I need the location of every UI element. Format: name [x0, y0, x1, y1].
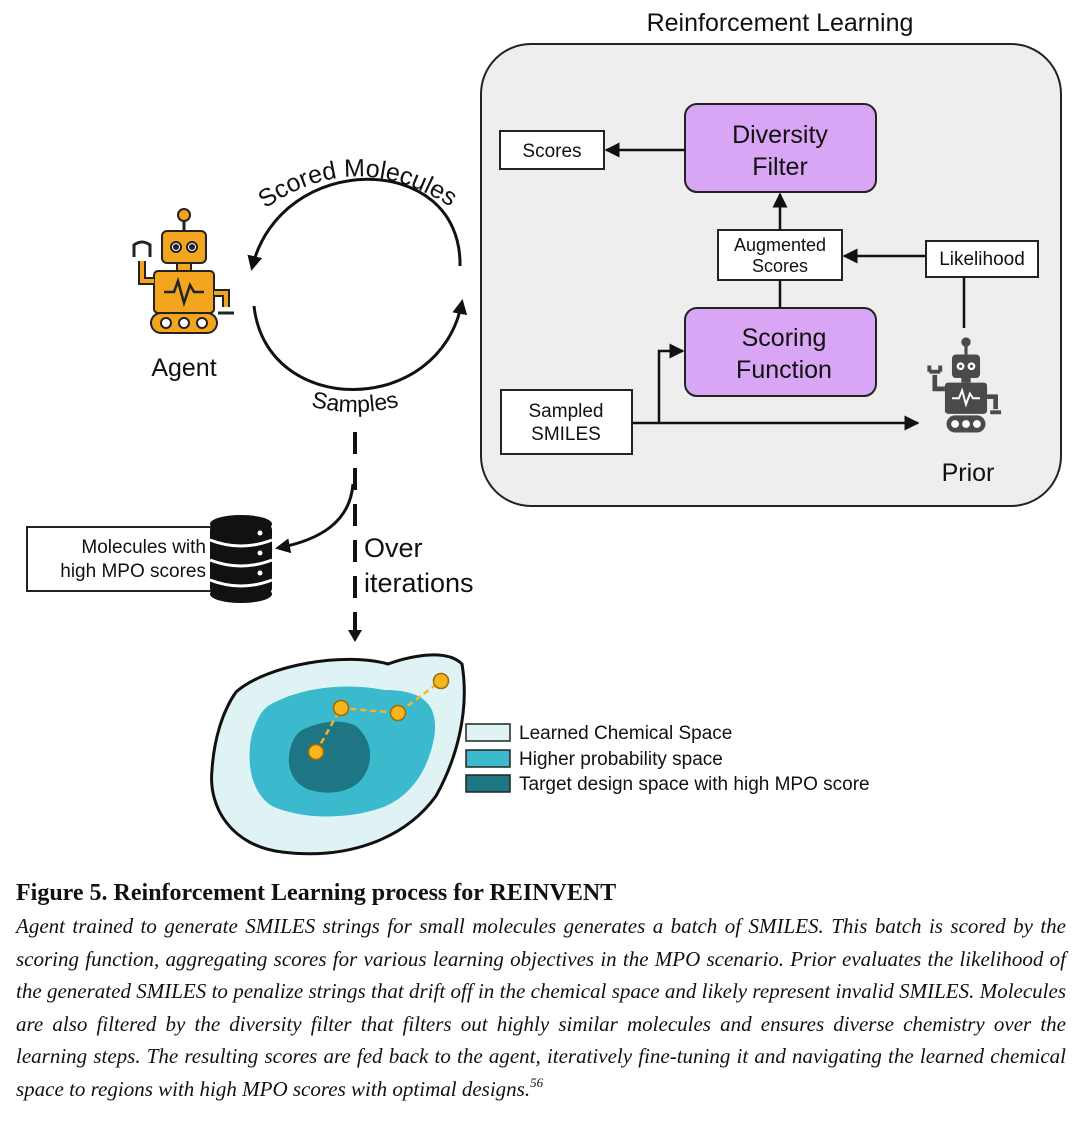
sampled-smiles-label-2: SMILES [531, 424, 601, 445]
legend-swatch-higher [465, 749, 511, 768]
samples-label: Samples [310, 386, 401, 417]
prior-robot-icon [927, 337, 1002, 433]
caption-body: Agent trained to generate SMILES strings… [16, 910, 1066, 1106]
scores-label: Scores [522, 141, 581, 162]
agent-label: Agent [151, 354, 216, 382]
scored-molecules-label: Scored Molecules [253, 154, 462, 213]
path-node [389, 704, 407, 722]
augmented-scores-box [717, 229, 843, 281]
caption-title: Figure 5. Reinforcement Learning process… [16, 880, 617, 906]
path-node [332, 699, 350, 717]
diversity-filter-box [684, 103, 877, 193]
database-label-2: high MPO scores [60, 561, 206, 582]
scoring-function-label-2: Function [736, 356, 832, 384]
rl-title: Reinforcement Learning [647, 9, 914, 37]
sampled-smiles-label: Sampled [529, 401, 604, 422]
scoring-function-label: Scoring [742, 324, 827, 352]
likelihood-label: Likelihood [939, 249, 1025, 270]
legend-label-learned: Learned Chemical Space [519, 723, 732, 744]
arrow-samples [252, 299, 468, 391]
agent-robot-icon [132, 208, 234, 334]
dashed-iterations-arrowhead [348, 630, 362, 642]
scores-box [499, 130, 605, 170]
caption-text: Agent trained to generate SMILES strings… [16, 914, 1066, 1101]
reinvent-diagram: Reinforcement Learning Diversity Filter … [26, 9, 1062, 856]
prior-label: Prior [942, 459, 995, 487]
legend-label-target: Target design space with high MPO score [519, 774, 870, 795]
database-label: Molecules with [81, 537, 206, 558]
arrow-to-database [275, 483, 355, 554]
database-label-box [26, 526, 242, 592]
figure-caption: Figure 5. Reinforcement Learning process… [16, 876, 1066, 1106]
path-node [432, 672, 450, 690]
optimization-path [314, 679, 442, 753]
caption-reference: 56 [530, 1074, 544, 1090]
path-node [307, 743, 325, 761]
augmented-scores-label: Augmented [734, 235, 826, 255]
legend-swatch-target [465, 774, 511, 793]
legend-swatch-learned [465, 723, 511, 742]
diversity-filter-label: Diversity [732, 121, 828, 149]
over-iterations-label: Over [364, 533, 423, 563]
diversity-filter-label-2: Filter [752, 153, 808, 181]
legend: Learned Chemical Space Higher probabilit… [465, 723, 870, 795]
arrow-smiles-to-scoring [657, 343, 685, 423]
augmented-scores-label-2: Scores [752, 256, 808, 276]
over-iterations-label-2: iterations [364, 568, 474, 598]
arrow-scored-molecules [247, 177, 462, 271]
legend-label-higher: Higher probability space [519, 749, 723, 770]
target-design-region [288, 721, 371, 793]
database-icon [209, 515, 273, 603]
likelihood-box [925, 240, 1039, 278]
